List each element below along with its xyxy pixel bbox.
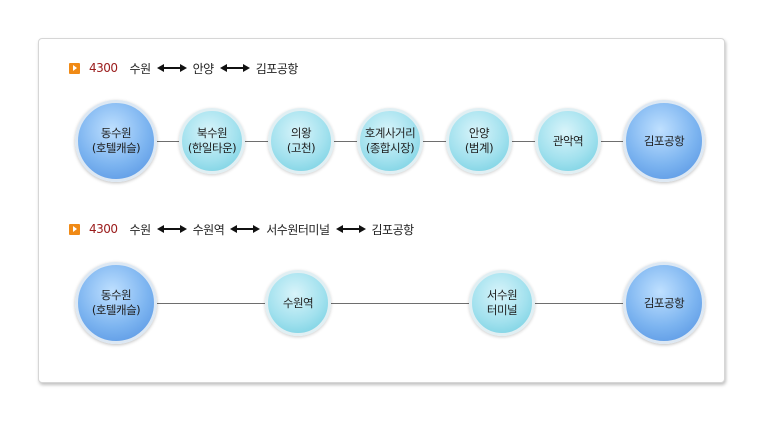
double-arrow-icon [219, 64, 250, 72]
route-node-stop: 북수원 (한일타운) [179, 108, 245, 174]
bullet-icon [69, 62, 80, 74]
route-number: 4300 [89, 61, 118, 75]
route-node-stop: 관악역 [535, 108, 601, 174]
route-header: 4300 수원 수원역 서수원터미널 김포공항 [69, 221, 418, 237]
route-panel [38, 38, 725, 383]
route-stop: 김포공항 [371, 222, 415, 237]
double-arrow-icon [230, 225, 261, 233]
route-connector [422, 141, 448, 142]
route-connector [331, 303, 469, 304]
route-connector [244, 141, 270, 142]
route-node-terminal: 김포공항 [623, 100, 705, 182]
double-arrow-icon [156, 225, 187, 233]
route-node-stop: 서수원 터미널 [469, 270, 535, 336]
route-connector [600, 141, 624, 142]
route-stop: 안양 [192, 61, 215, 76]
route-stop: 김포공항 [255, 61, 299, 76]
route-stop: 수원 [129, 222, 152, 237]
route-header: 4300 수원 안양 김포공항 [69, 60, 302, 76]
route-node-terminal: 동수원 (호텔캐슬) [75, 262, 157, 344]
route-node-terminal: 김포공항 [623, 262, 705, 344]
route-connector [157, 141, 181, 142]
route-connector [333, 141, 359, 142]
route-node-stop: 호계사거리 (종합시장) [357, 108, 423, 174]
route-connector [511, 141, 537, 142]
route-node-terminal: 동수원 (호텔캐슬) [75, 100, 157, 182]
route-number: 4300 [89, 222, 118, 236]
route-connector [157, 303, 265, 304]
route-node-stop: 의왕 (고천) [268, 108, 334, 174]
route-node-stop: 안양 (범계) [446, 108, 512, 174]
double-arrow-icon [156, 64, 187, 72]
route-stop: 수원 [129, 61, 152, 76]
bullet-icon [69, 223, 80, 235]
double-arrow-icon [335, 225, 366, 233]
route-stop: 서수원터미널 [266, 222, 330, 237]
route-connector [535, 303, 624, 304]
route-stop: 수원역 [192, 222, 225, 237]
route-node-stop: 수원역 [265, 270, 331, 336]
